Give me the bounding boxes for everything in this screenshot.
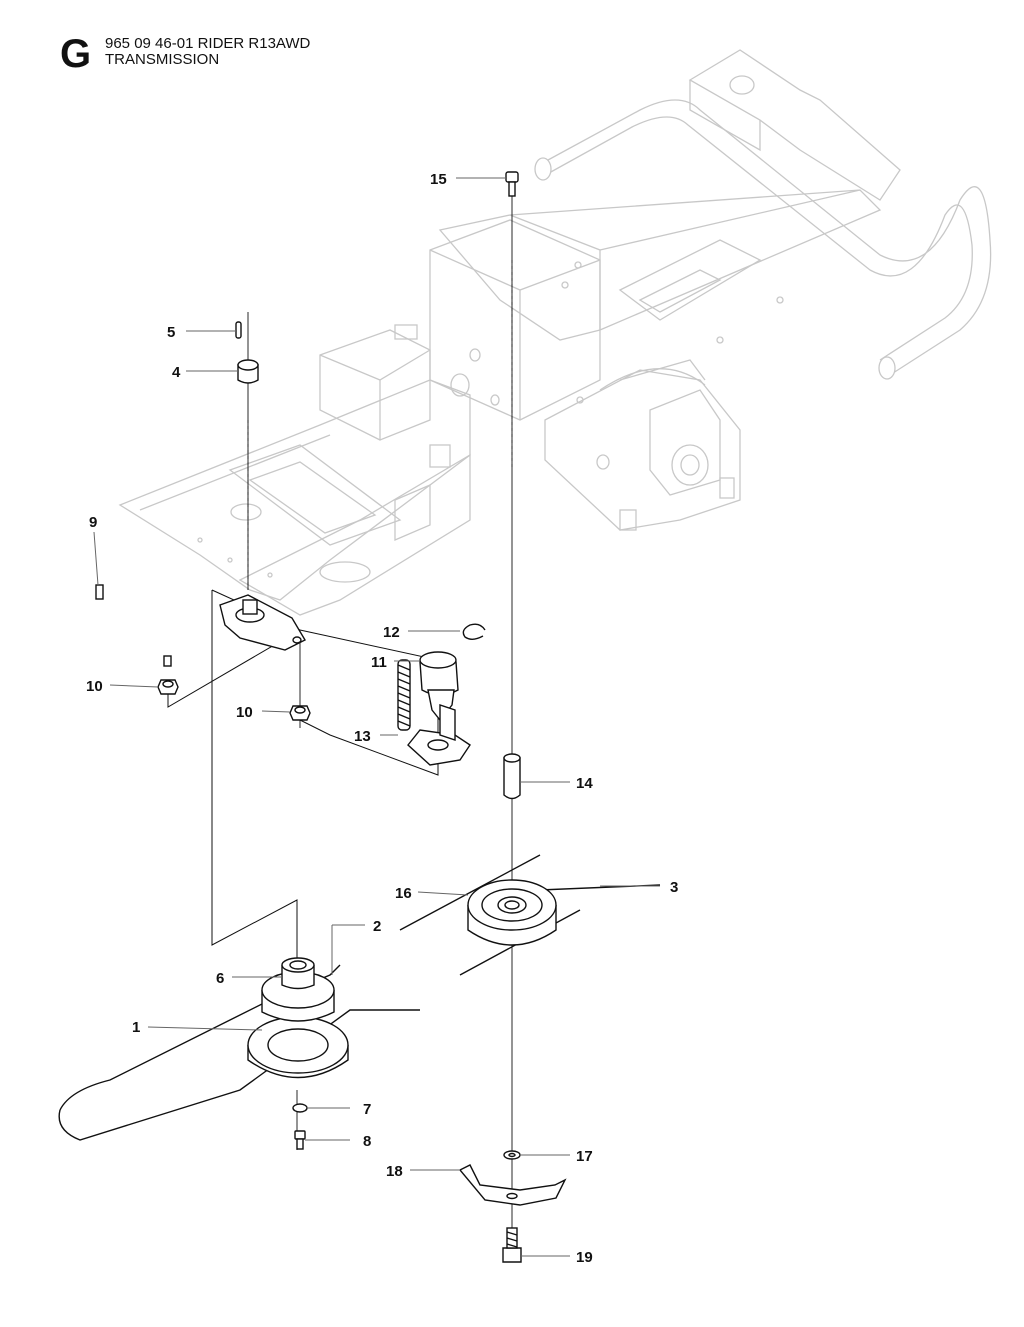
part-5-pin	[235, 321, 242, 339]
callout-14: 14	[576, 775, 593, 792]
part-6-drive-pulley	[58, 957, 420, 1141]
callout-3: 3	[670, 879, 678, 896]
part-12-circlip	[462, 623, 486, 640]
callout-9: 9	[89, 514, 97, 531]
leader-lines	[93, 177, 660, 1257]
section-title: TRANSMISSION	[105, 51, 220, 68]
parts	[58, 171, 661, 1263]
part-19-bolt	[502, 1227, 522, 1263]
callout-8: 8	[363, 1133, 371, 1150]
callout-4: 4	[172, 364, 181, 381]
part-11-idler-arm	[407, 651, 471, 766]
callout-13: 13	[354, 728, 371, 745]
part-14-spacer	[503, 753, 521, 800]
callout-15: 15	[430, 171, 447, 188]
part-13-spring	[397, 659, 411, 731]
callout-19: 19	[576, 1249, 593, 1266]
chassis-frame	[118, 49, 992, 616]
idler-bracket	[219, 594, 306, 651]
callout-labels: 1 2 3 4 5 6 7 8 9 10 10 11 12 13 14 15 1…	[86, 171, 678, 1266]
part-8-screw	[294, 1130, 306, 1150]
callout-6: 6	[216, 970, 224, 987]
callout-12: 12	[383, 624, 400, 641]
part-10-nut-left	[157, 679, 179, 695]
part-18-plate	[458, 1164, 567, 1206]
part-16-pulley	[399, 854, 661, 976]
callout-1: 1	[132, 1019, 140, 1036]
part-7-washer	[292, 1103, 308, 1113]
callout-7: 7	[363, 1101, 371, 1118]
callout-2: 2	[373, 918, 381, 935]
part-15-bolt	[505, 171, 519, 197]
callout-10-left: 10	[86, 678, 103, 695]
assembly-guide-lines	[167, 193, 513, 1240]
callout-18: 18	[386, 1163, 403, 1180]
callout-17: 17	[576, 1148, 593, 1165]
part-9-rod	[74, 584, 172, 667]
callout-16: 16	[395, 885, 412, 902]
part-10-nut-right	[289, 705, 311, 721]
callout-10-right: 10	[236, 704, 253, 721]
callout-5: 5	[167, 324, 175, 341]
part-17-washer	[503, 1150, 521, 1160]
section-letter: G	[60, 32, 92, 76]
callout-11: 11	[371, 654, 387, 671]
part-4-bushing	[237, 359, 259, 384]
model-title: 965 09 46-01 RIDER R13AWD	[105, 35, 311, 52]
